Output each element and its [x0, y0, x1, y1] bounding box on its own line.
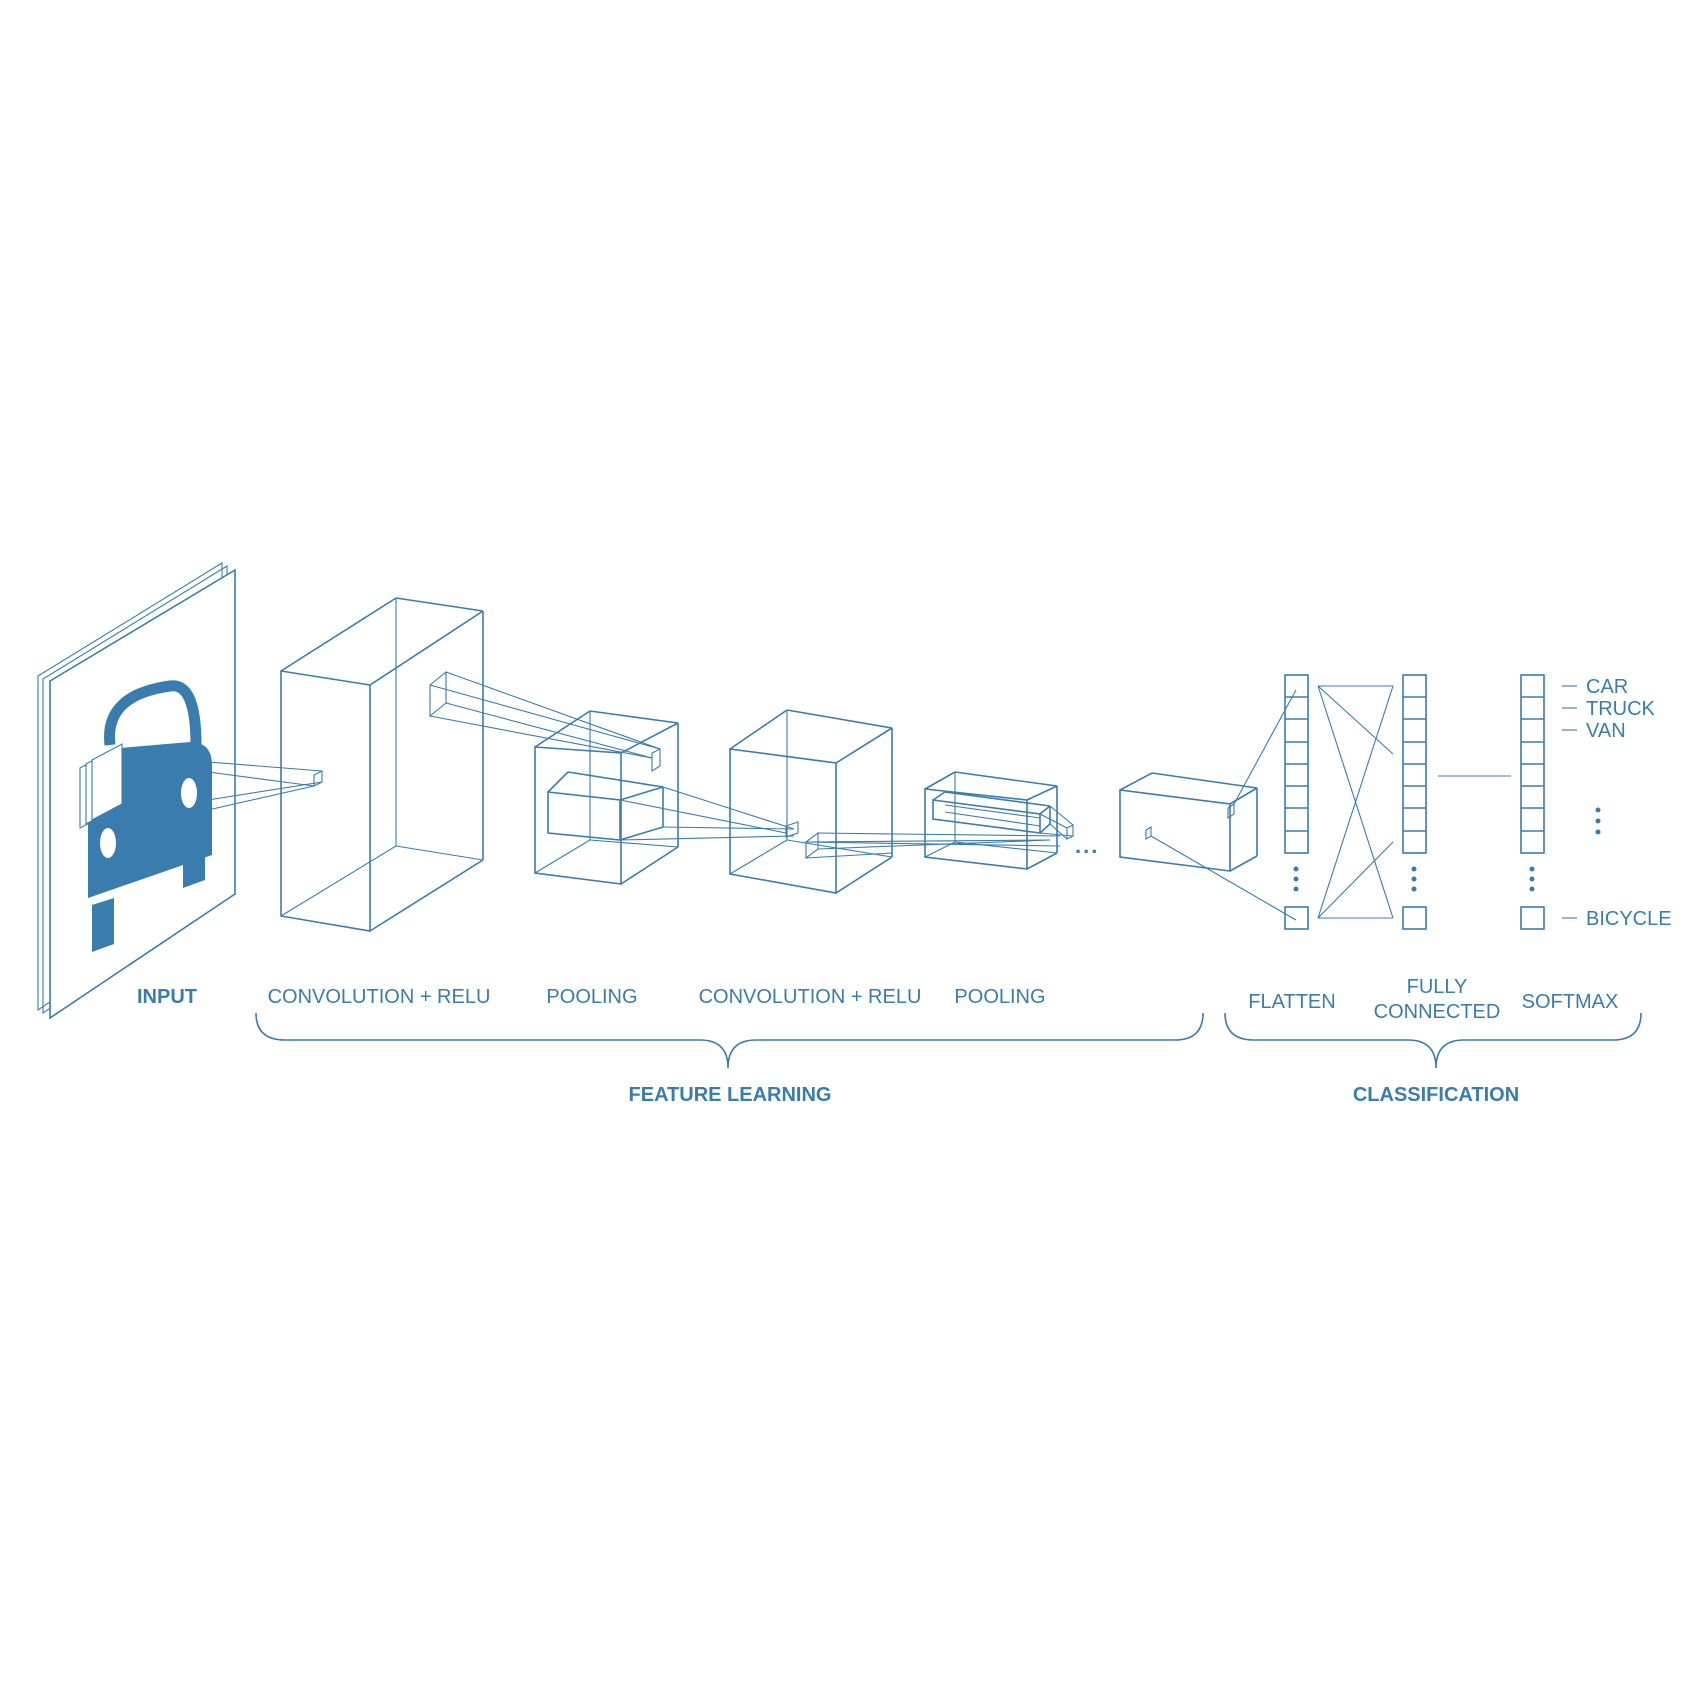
label-fully-connected-2: CONNECTED — [1374, 1001, 1501, 1023]
label-fully-connected-1: FULLY — [1407, 976, 1468, 998]
fully-connected-column — [1402, 674, 1427, 930]
ellipsis-text: ... — [1075, 833, 1099, 858]
conv2-volume — [729, 709, 1061, 894]
dense-connection-lines — [1317, 685, 1394, 919]
flatten-column — [1284, 674, 1309, 930]
class-label-bicycle: BICYCLE — [1586, 908, 1672, 930]
class-label-van: VAN — [1586, 720, 1626, 742]
label-pool2: POOLING — [954, 986, 1045, 1008]
label-conv1: CONVOLUTION + RELU — [268, 986, 491, 1008]
classification-brace — [1224, 1012, 1642, 1069]
car-icon — [79, 680, 212, 952]
final-feature-volume — [1119, 689, 1297, 921]
class-label-car: CAR — [1586, 676, 1628, 698]
output-class-labels: CAR TRUCK VAN BICYCLE — [1562, 676, 1672, 930]
label-softmax: SOFTMAX — [1522, 991, 1619, 1013]
label-conv2: CONVOLUTION + RELU — [699, 986, 922, 1008]
label-classification: CLASSIFICATION — [1353, 1084, 1519, 1106]
softmax-column — [1520, 674, 1601, 930]
feature-learning-brace — [255, 1012, 1204, 1069]
class-label-truck: TRUCK — [1586, 698, 1656, 720]
label-feature-learning: FEATURE LEARNING — [629, 1084, 832, 1106]
conv1-volume — [280, 597, 661, 932]
label-input: INPUT — [137, 986, 197, 1008]
input-projection-lines — [207, 761, 323, 811]
label-pool1: POOLING — [546, 986, 637, 1008]
pool2-volume — [924, 771, 1074, 870]
label-flatten: FLATTEN — [1248, 991, 1335, 1013]
pool1-volume — [534, 710, 795, 885]
